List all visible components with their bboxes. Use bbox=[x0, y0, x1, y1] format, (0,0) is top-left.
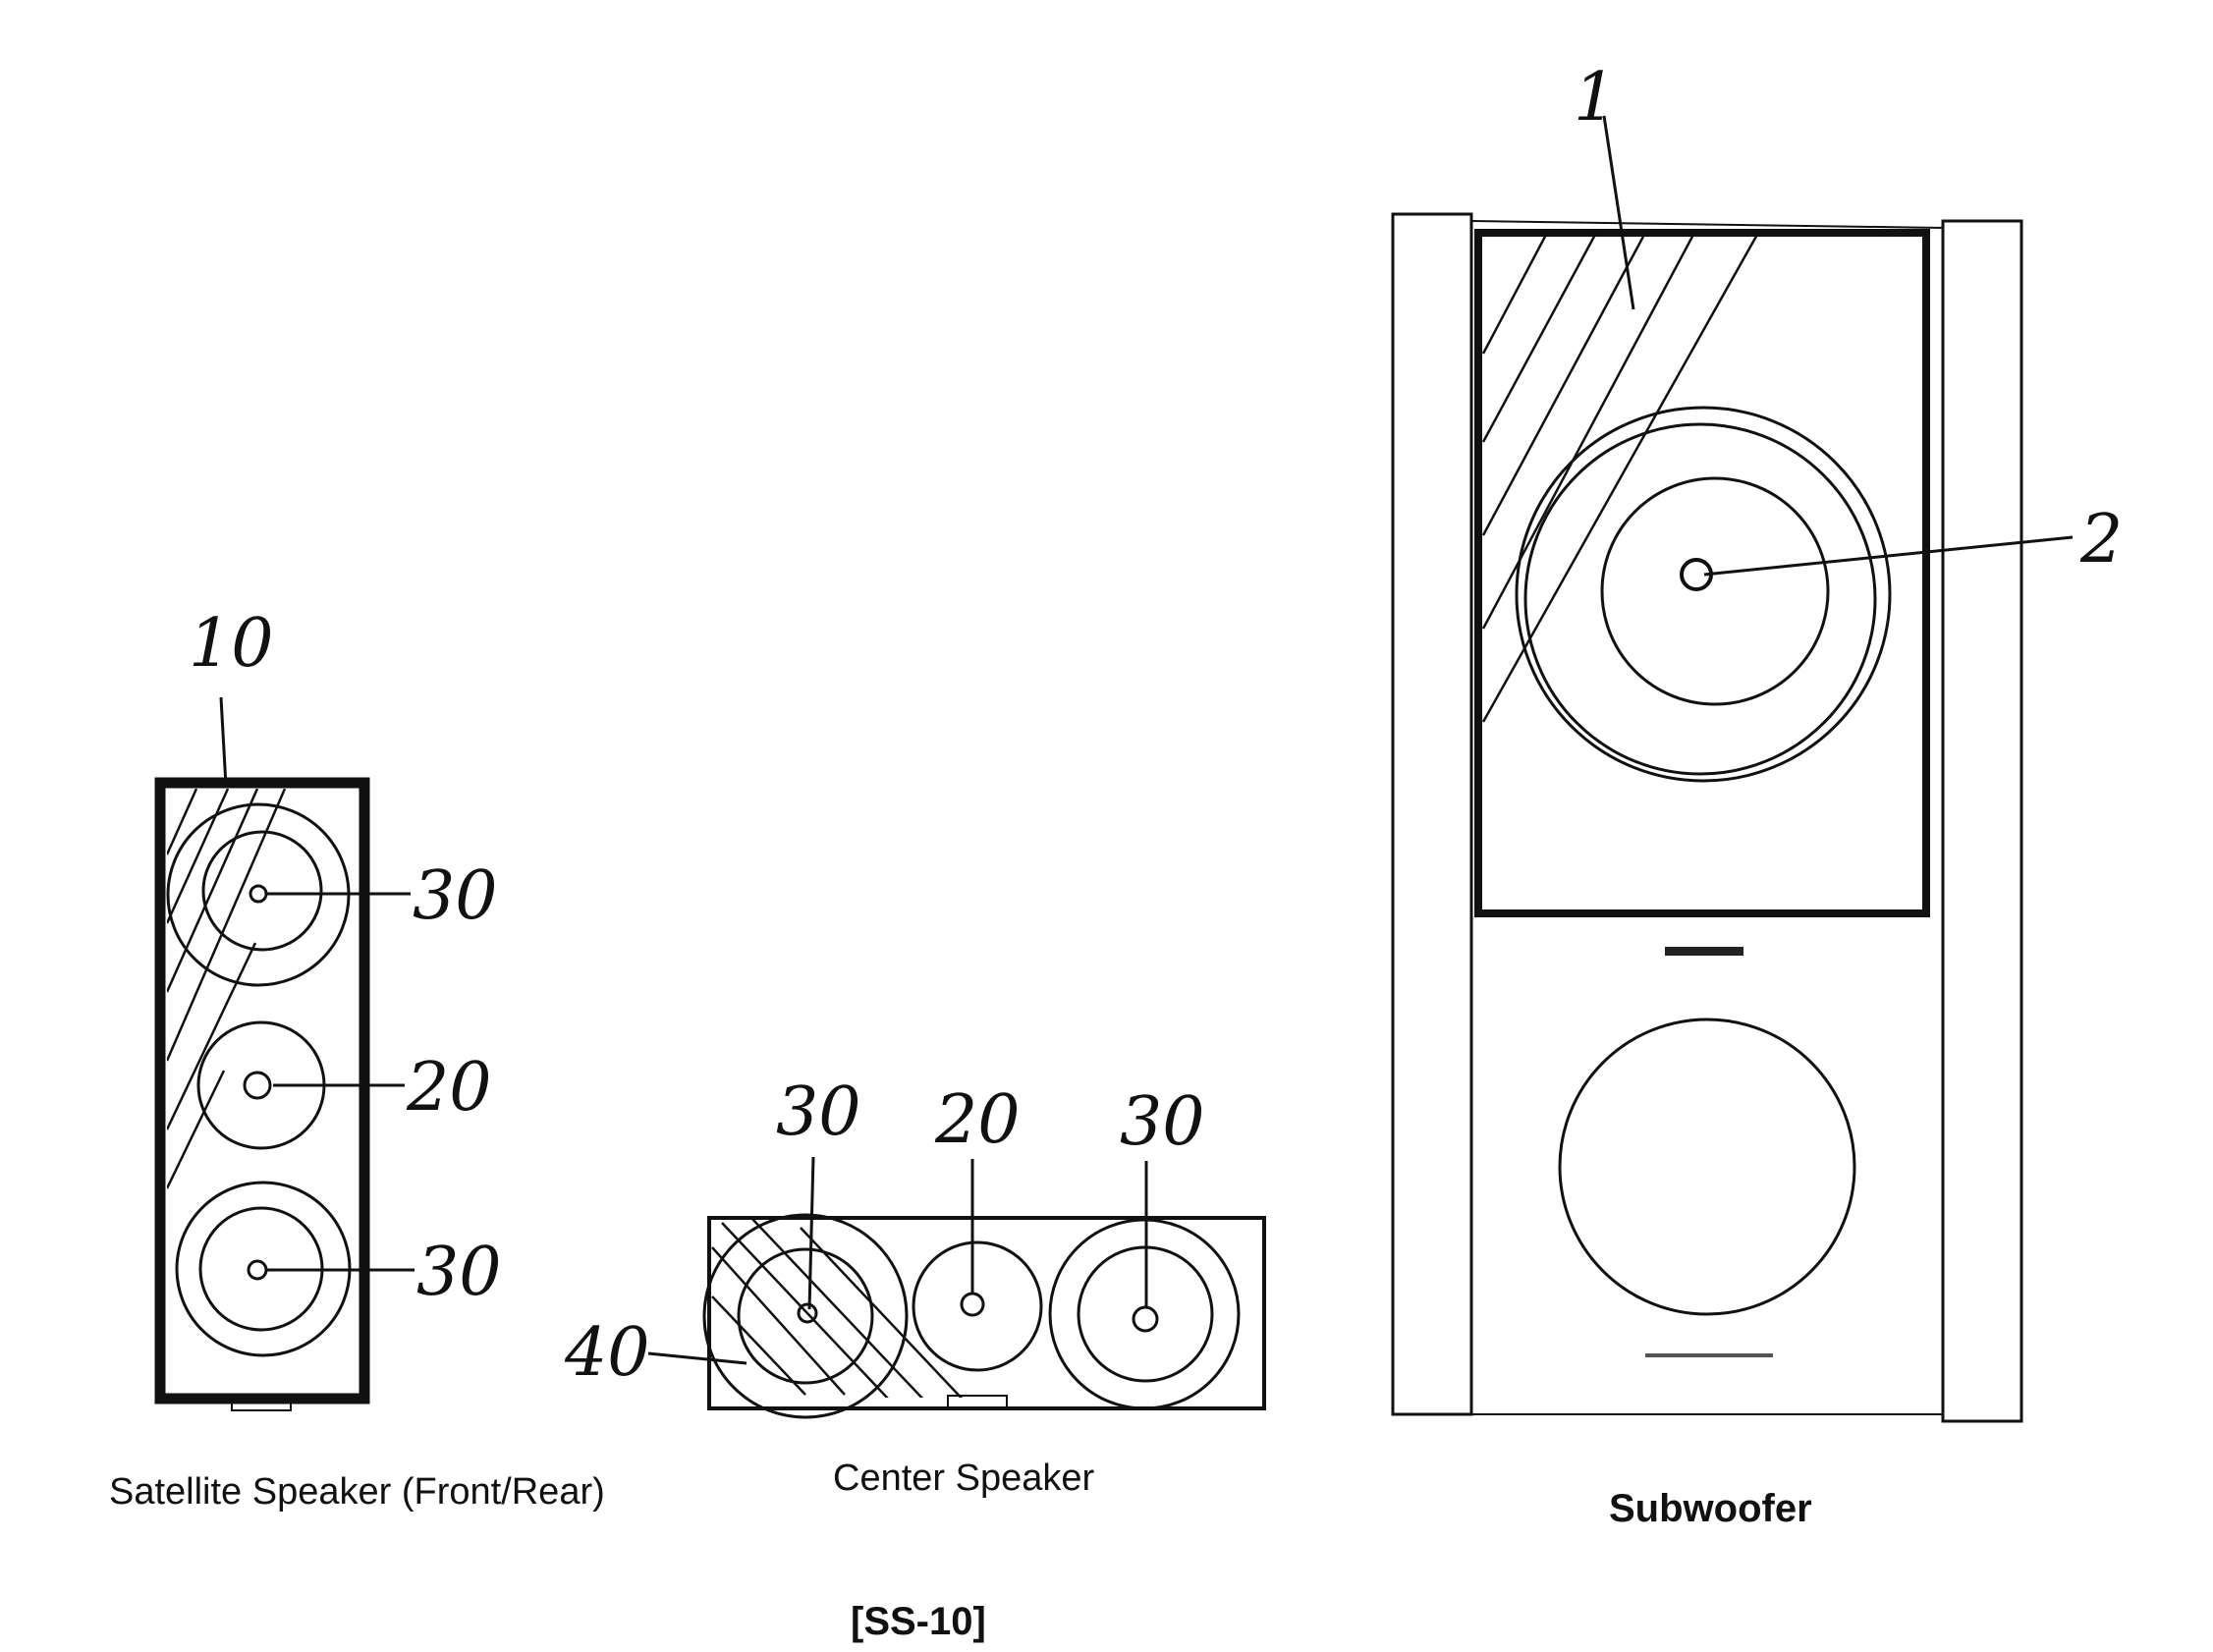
center-tweeter-outer bbox=[912, 1240, 1043, 1372]
subwoofer-side-right bbox=[1941, 219, 2023, 1423]
subwoofer-side-left bbox=[1391, 212, 1473, 1416]
subwoofer-driver-outer bbox=[1515, 406, 1892, 783]
satellite-cabinet bbox=[154, 777, 370, 1404]
center-badge bbox=[947, 1395, 1008, 1408]
satellite-woofer-top-inner bbox=[201, 830, 323, 952]
subwoofer-tagline-mark bbox=[1645, 1353, 1773, 1357]
satellite-badge bbox=[231, 1398, 292, 1411]
satellite-woofer-top-center bbox=[249, 884, 268, 904]
subwoofer-brand-badge bbox=[1665, 947, 1743, 956]
subwoofer-driver-inner bbox=[1600, 476, 1830, 706]
figure-id-label: [SS-10] bbox=[851, 1600, 986, 1643]
center-woofer-left-outer bbox=[702, 1213, 909, 1419]
center-woofer-left-center bbox=[797, 1302, 818, 1324]
ref-label-center-panel: 40 bbox=[564, 1314, 650, 1392]
ref-label-satellite-tweeter: 20 bbox=[406, 1049, 492, 1127]
center-tweeter-center bbox=[960, 1292, 985, 1317]
satellite-caption: Satellite Speaker (Front/Rear) bbox=[109, 1471, 605, 1513]
center-panel-hatching bbox=[711, 1217, 964, 1398]
ref-label-satellite-woofer-bottom: 30 bbox=[416, 1234, 502, 1311]
center-woofer-left-inner bbox=[737, 1247, 874, 1385]
subwoofer-caption: Subwoofer bbox=[1609, 1487, 1812, 1530]
satellite-speaker: 10 30 20 30 Satellite Speaker (Front/Rea… bbox=[109, 605, 605, 1513]
center-woofer-right-outer bbox=[1048, 1218, 1241, 1410]
ref-label-subwoofer-center: 2 bbox=[2079, 501, 2123, 578]
satellite-woofer-bottom-center bbox=[247, 1259, 268, 1281]
satellite-tweeter-center bbox=[243, 1071, 272, 1100]
subwoofer-driver-middle bbox=[1523, 422, 1877, 776]
ref-label-satellite-woofer-top: 30 bbox=[413, 857, 498, 935]
center-woofer-right-center bbox=[1132, 1305, 1159, 1333]
subwoofer-port bbox=[1558, 1018, 1856, 1316]
subwoofer-upper-frame bbox=[1474, 229, 1930, 917]
ref-label-center-tweeter: 20 bbox=[934, 1081, 1021, 1159]
ref-label-satellite-panel: 10 bbox=[189, 605, 274, 683]
center-speaker: 30 20 30 40 Center Speaker bbox=[564, 1074, 1266, 1499]
satellite-panel-hatching bbox=[167, 789, 287, 1189]
ref-label-center-woofer-right: 30 bbox=[1120, 1083, 1205, 1161]
subwoofer: 1 2 Subwoofer bbox=[1391, 59, 2123, 1530]
ref-label-center-woofer-left: 30 bbox=[776, 1074, 861, 1151]
center-caption: Center Speaker bbox=[833, 1458, 1094, 1499]
ref-label-subwoofer-panel: 1 bbox=[1574, 59, 1616, 137]
